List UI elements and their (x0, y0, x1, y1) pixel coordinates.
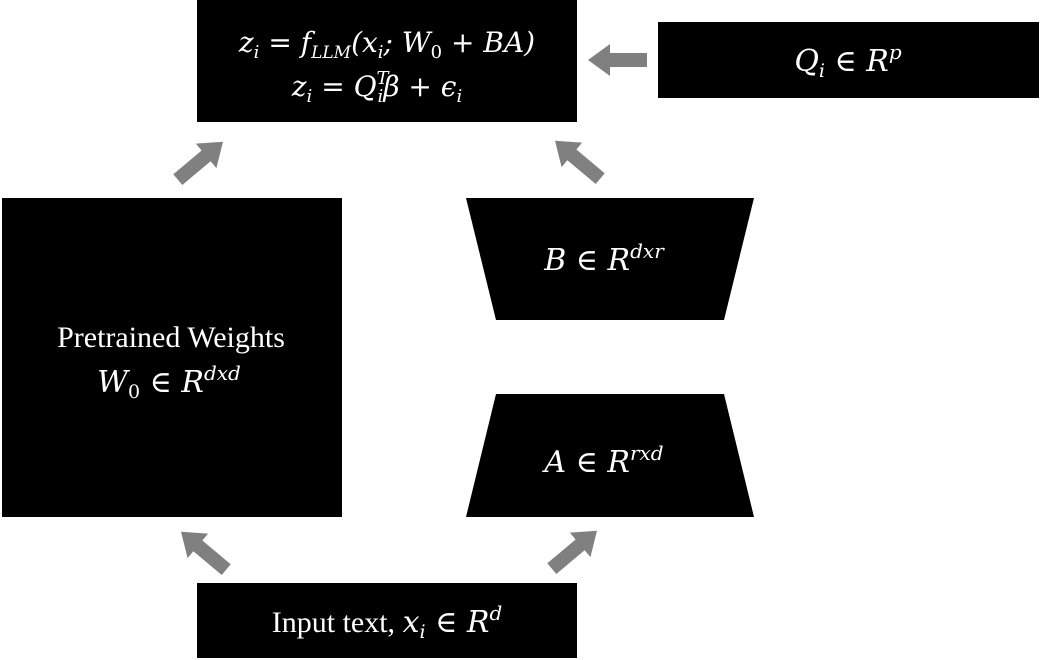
pretrained-box-bg (2, 198, 342, 517)
output-formula-line-1: zi = fLLM(xi; W0 + BA) (238, 26, 535, 63)
b-label: B ∈ Rdxr (543, 239, 665, 278)
a-matrix-box: A ∈ Rrxd (466, 394, 754, 517)
covariate-box-bg (658, 22, 1039, 98)
up-left-arrow (544, 128, 611, 191)
input-box-bg (197, 583, 577, 658)
pretrained-weights-box: Pretrained Weights W0 ∈ Rdxd (2, 198, 342, 517)
b-trapezoid (466, 198, 754, 320)
b-matrix-box: B ∈ Rdxr (466, 198, 754, 320)
a-trapezoid (466, 394, 754, 517)
up-right-arrow (541, 518, 608, 581)
a-label: A ∈ Rrxd (541, 441, 663, 480)
input-text-box: Input text, xi ∈ Rd (197, 583, 577, 658)
pretrained-formula: W0 ∈ Rdxd (97, 361, 241, 403)
up-right-arrow (167, 129, 234, 192)
up-left-arrow (170, 519, 237, 582)
output-box-bg (197, 0, 577, 122)
input-label: Input text, xi ∈ Rd (272, 601, 503, 643)
left-arrow (588, 44, 647, 76)
covariate-label: Qi ∈ Rp (794, 40, 902, 82)
pretrained-title: Pretrained Weights (57, 321, 285, 354)
covariate-box: Qi ∈ Rp (658, 22, 1039, 98)
